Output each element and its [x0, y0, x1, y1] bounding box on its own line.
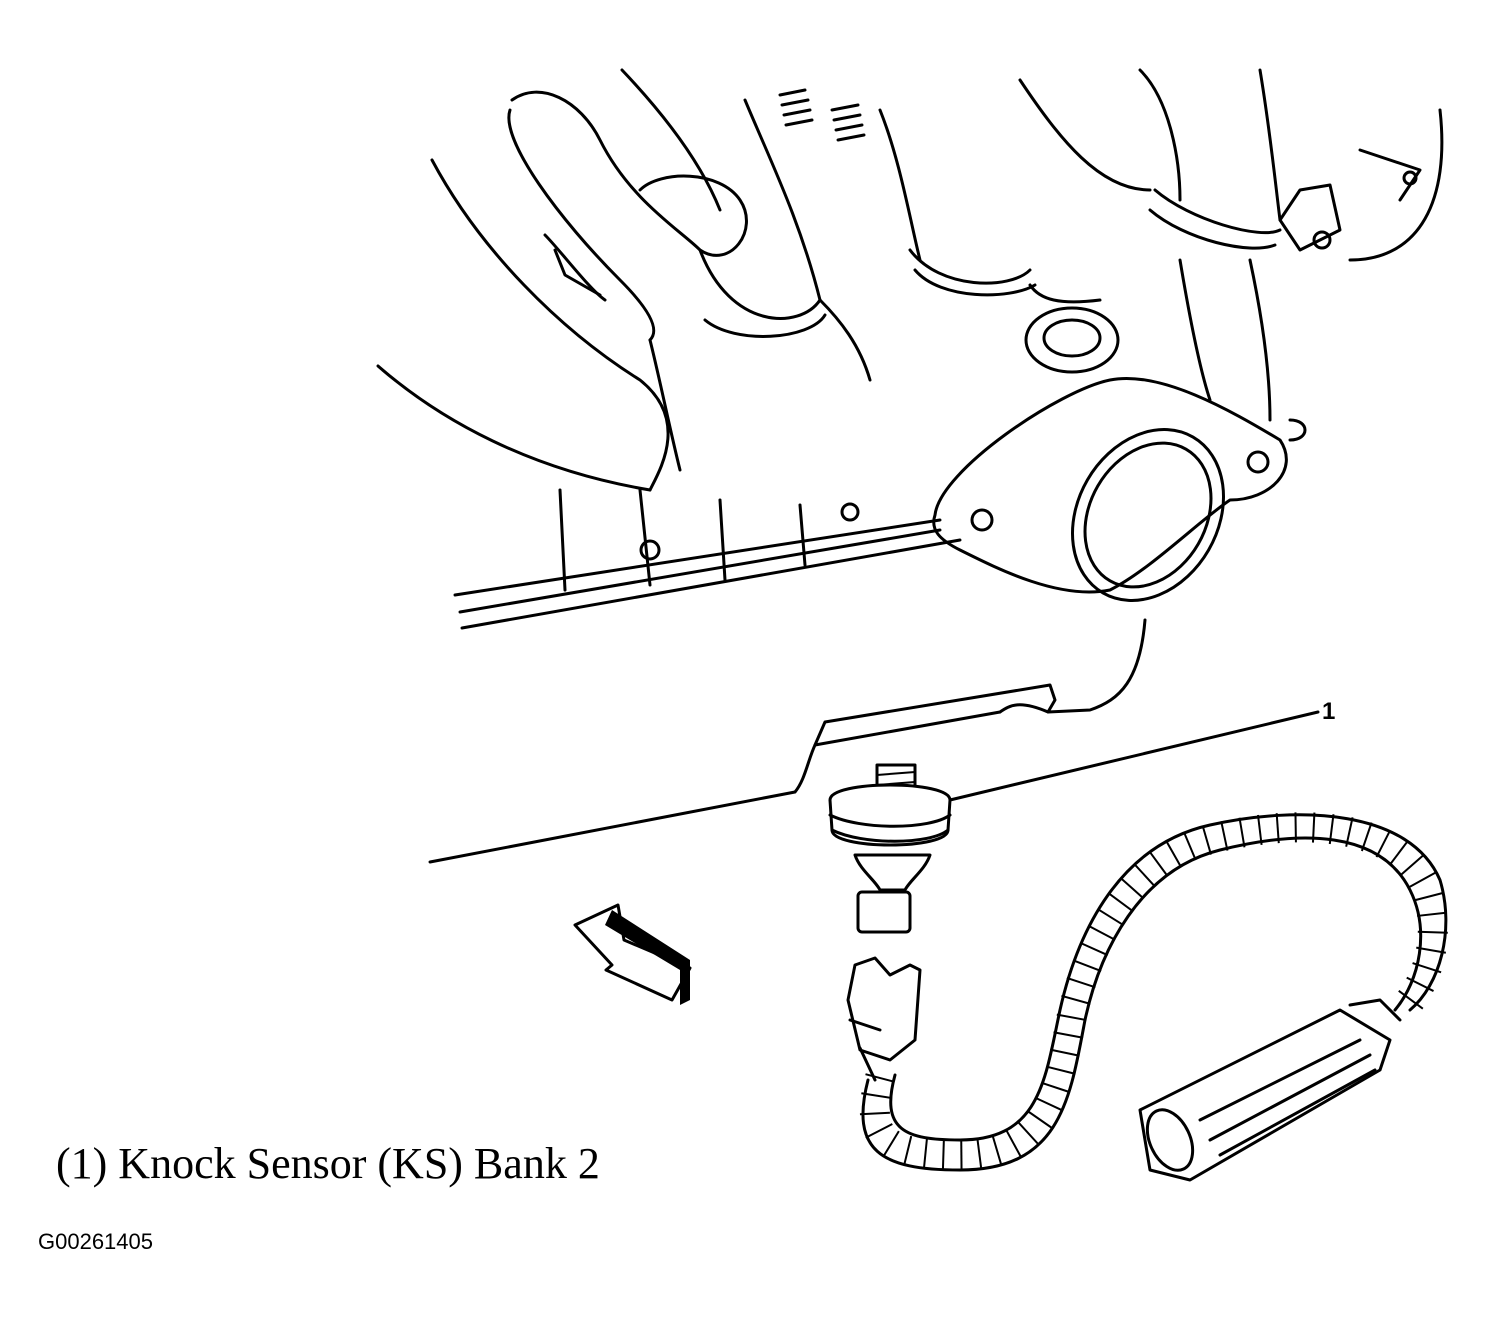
harness-ring	[1053, 1031, 1084, 1039]
harness-ring	[1360, 822, 1373, 852]
harness-ring	[1088, 924, 1116, 941]
harness-ring	[1388, 840, 1409, 866]
harness-ring	[1417, 911, 1448, 917]
harness-ring	[1035, 1096, 1064, 1112]
harness-ring	[922, 1138, 928, 1169]
harness-ring	[1399, 854, 1424, 876]
harness-ring	[1066, 976, 1096, 989]
harness-ring	[1046, 1065, 1076, 1075]
harness-ring	[1275, 813, 1280, 844]
harness-ring	[1408, 871, 1436, 889]
harness-ring	[1406, 976, 1434, 992]
harness-ring	[1056, 1013, 1087, 1022]
harness-rings	[859, 812, 1448, 1171]
harness-ring	[1201, 825, 1212, 855]
harness-ring	[1027, 1110, 1054, 1130]
harness-ring	[859, 1111, 890, 1116]
harness-ring	[1072, 959, 1102, 973]
harness-ring	[1238, 817, 1246, 848]
harness-ring	[1416, 946, 1447, 954]
harness-ring	[991, 1135, 1003, 1165]
harness-ring	[1413, 891, 1444, 902]
harness-ring	[1412, 962, 1442, 974]
harness-ring	[1017, 1121, 1040, 1146]
harness-ring	[903, 1135, 913, 1166]
harness-ring	[1257, 814, 1263, 845]
harness-ring	[976, 1138, 983, 1169]
knock-sensor	[828, 763, 952, 934]
harness-ring	[1079, 941, 1109, 957]
harness-ring	[1149, 851, 1169, 877]
harness-ring	[1183, 831, 1197, 861]
stud-left	[778, 88, 814, 127]
harness-ring	[1220, 821, 1229, 851]
harness-ring	[1345, 817, 1354, 847]
harness-ring	[1097, 908, 1125, 927]
engine-block	[376, 68, 1444, 630]
harness-ring	[1375, 829, 1392, 858]
mounting-surface	[428, 618, 1147, 864]
harness-ring	[1328, 814, 1335, 845]
harness-ring	[1133, 863, 1156, 888]
harness-ring	[1120, 877, 1145, 900]
harness-ring	[861, 1092, 892, 1099]
callout-leader	[948, 710, 1320, 802]
callout-number: 1	[1322, 698, 1336, 725]
harness-ring	[1311, 812, 1316, 843]
harness-ring	[865, 1123, 893, 1139]
outlet-flange	[932, 377, 1288, 602]
harness-ring	[1417, 930, 1448, 934]
wiring-harness	[846, 812, 1448, 1182]
harness-ring	[941, 1139, 945, 1170]
harness-ring	[882, 1130, 900, 1158]
harness-ring	[1398, 989, 1424, 1010]
diagram-caption: (1) Knock Sensor (KS) Bank 2	[56, 1139, 600, 1188]
harness-ring	[1049, 1048, 1080, 1057]
harness-ring	[1165, 840, 1183, 868]
harness-ring	[1061, 994, 1091, 1005]
figure-id: G00261405	[38, 1229, 153, 1254]
direction-arrow	[573, 903, 692, 1005]
stud-right	[830, 103, 866, 142]
harness-ring	[1041, 1081, 1071, 1094]
harness-ring	[1005, 1129, 1022, 1158]
harness-ring	[865, 1073, 895, 1083]
harness-ring	[1108, 892, 1134, 913]
